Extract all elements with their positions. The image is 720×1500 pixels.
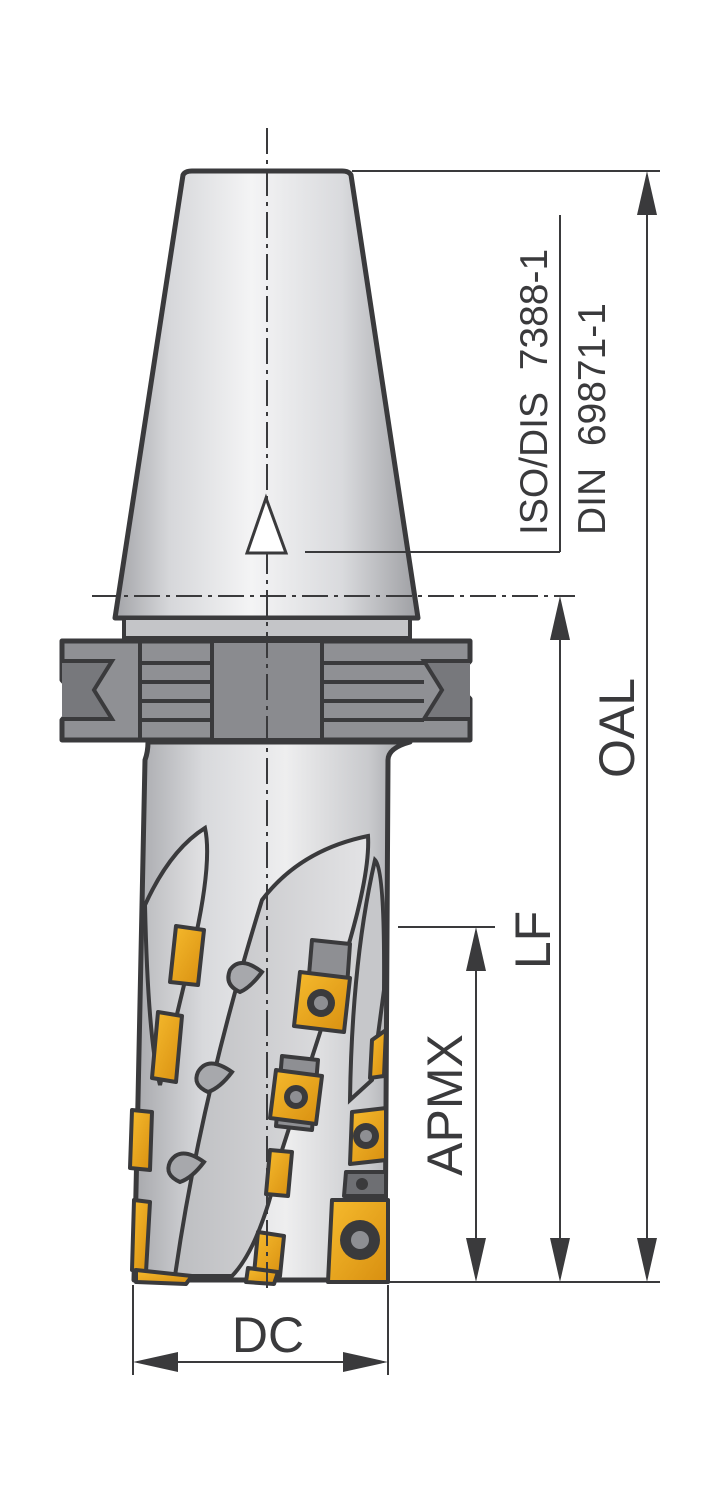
insert-left-4 [130, 1198, 152, 1274]
standard-label-din: DIN 69871-1 [571, 303, 614, 535]
centerline [92, 128, 575, 1290]
insert-left-2 [150, 1010, 184, 1084]
standard-label-iso: ISO/DIS 7388-1 [513, 249, 556, 535]
insert-right-1 [368, 1028, 388, 1080]
dc-label: DC [232, 1307, 304, 1363]
insert-mid-3 [264, 1148, 294, 1198]
insert-mid-4 [252, 1230, 286, 1278]
dimension-lines [132, 170, 660, 1375]
coolant-holes [166, 961, 265, 1185]
insert-left-3 [128, 1108, 154, 1172]
apmx-label: APMX [417, 1034, 473, 1176]
gauge-marker [244, 493, 289, 555]
insert-bottom-2 [244, 1266, 280, 1286]
oal-label: OAL [589, 678, 645, 778]
lf-label: LF [505, 911, 561, 969]
insert-screws [284, 989, 380, 1260]
insert-left-1 [168, 924, 206, 987]
insert-bottom-1 [134, 1268, 194, 1286]
